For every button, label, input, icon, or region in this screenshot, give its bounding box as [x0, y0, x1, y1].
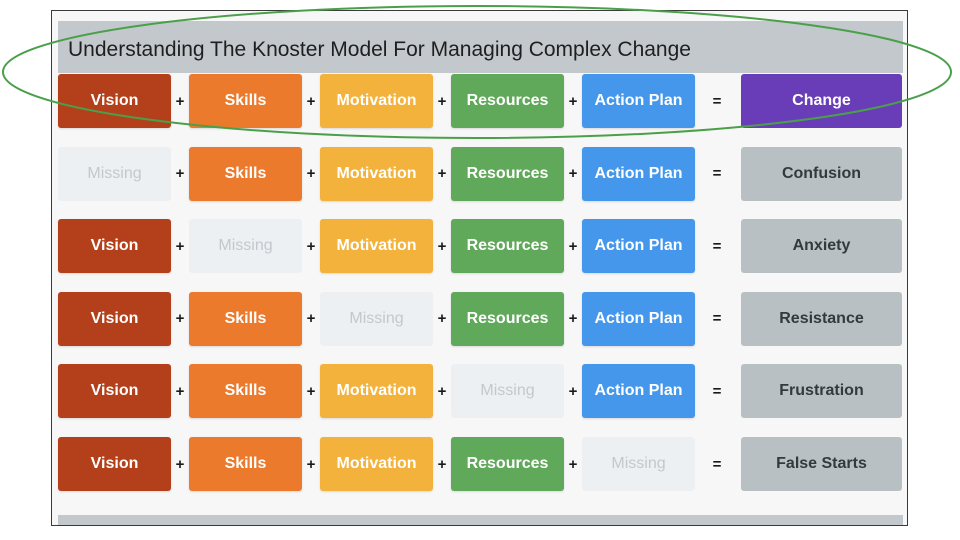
plus-operator: +: [306, 310, 316, 328]
plus-operator: +: [175, 382, 185, 400]
plus-operator: +: [568, 92, 578, 110]
equals-operator: =: [712, 310, 722, 328]
plus-operator: +: [306, 92, 316, 110]
plus-operator: +: [175, 455, 185, 473]
cell-action-plan: Action Plan: [582, 146, 695, 201]
cell-skills: Skills: [189, 291, 302, 346]
cell-skills: Skills: [189, 364, 302, 419]
plus-operator: +: [568, 165, 578, 183]
equals-operator: =: [712, 382, 722, 400]
plus-operator: +: [175, 237, 185, 255]
equals-operator: =: [712, 92, 722, 110]
plus-operator: +: [306, 165, 316, 183]
plus-operator: +: [175, 165, 185, 183]
cell-motivation: Motivation: [320, 146, 433, 201]
slide-title: Understanding The Knoster Model For Mana…: [68, 38, 691, 61]
plus-operator: +: [437, 310, 447, 328]
cell-vision: Vision: [58, 437, 171, 491]
plus-operator: +: [568, 382, 578, 400]
plus-operator: +: [437, 382, 447, 400]
knoster-model-slide: Understanding The Knoster Model For Mana…: [51, 10, 908, 526]
cell-motivation: Motivation: [320, 74, 433, 128]
result-change: Change: [741, 74, 902, 128]
cell-resources: Resources: [451, 291, 564, 346]
cell-resources: Resources: [451, 146, 564, 201]
plus-operator: +: [306, 382, 316, 400]
equals-operator: =: [712, 455, 722, 473]
cell-vision: Vision: [58, 291, 171, 346]
cell-skills: Skills: [189, 437, 302, 491]
result-anxiety: Anxiety: [741, 219, 902, 274]
plus-operator: +: [437, 92, 447, 110]
cell-vision: Vision: [58, 219, 171, 274]
cell-vision: Vision: [58, 74, 171, 128]
cell-resources: Resources: [451, 219, 564, 274]
cell-resources: Resources: [451, 437, 564, 491]
plus-operator: +: [175, 92, 185, 110]
plus-operator: +: [306, 455, 316, 473]
cell-skills: Skills: [189, 146, 302, 201]
cell-missing: Missing: [189, 219, 302, 274]
cell-missing: Missing: [320, 291, 433, 346]
cell-action-plan: Action Plan: [582, 219, 695, 274]
cell-skills: Skills: [189, 74, 302, 128]
plus-operator: +: [437, 237, 447, 255]
plus-operator: +: [568, 310, 578, 328]
cell-motivation: Motivation: [320, 437, 433, 491]
cell-missing: Missing: [582, 437, 695, 491]
result-false-starts: False Starts: [741, 437, 902, 491]
plus-operator: +: [568, 455, 578, 473]
plus-operator: +: [306, 237, 316, 255]
result-confusion: Confusion: [741, 146, 902, 201]
cell-action-plan: Action Plan: [582, 74, 695, 128]
cell-motivation: Motivation: [320, 364, 433, 419]
result-resistance: Resistance: [741, 291, 902, 346]
plus-operator: +: [437, 165, 447, 183]
title-bar: Understanding The Knoster Model For Mana…: [58, 21, 903, 73]
cell-resources: Resources: [451, 74, 564, 128]
cell-action-plan: Action Plan: [582, 291, 695, 346]
result-frustration: Frustration: [741, 364, 902, 419]
equals-operator: =: [712, 165, 722, 183]
cell-missing: Missing: [58, 146, 171, 201]
cell-motivation: Motivation: [320, 219, 433, 274]
bottom-strip: [58, 515, 903, 525]
cell-action-plan: Action Plan: [582, 364, 695, 419]
equals-operator: =: [712, 237, 722, 255]
plus-operator: +: [568, 237, 578, 255]
plus-operator: +: [175, 310, 185, 328]
plus-operator: +: [437, 455, 447, 473]
cell-missing: Missing: [451, 364, 564, 419]
cell-vision: Vision: [58, 364, 171, 419]
